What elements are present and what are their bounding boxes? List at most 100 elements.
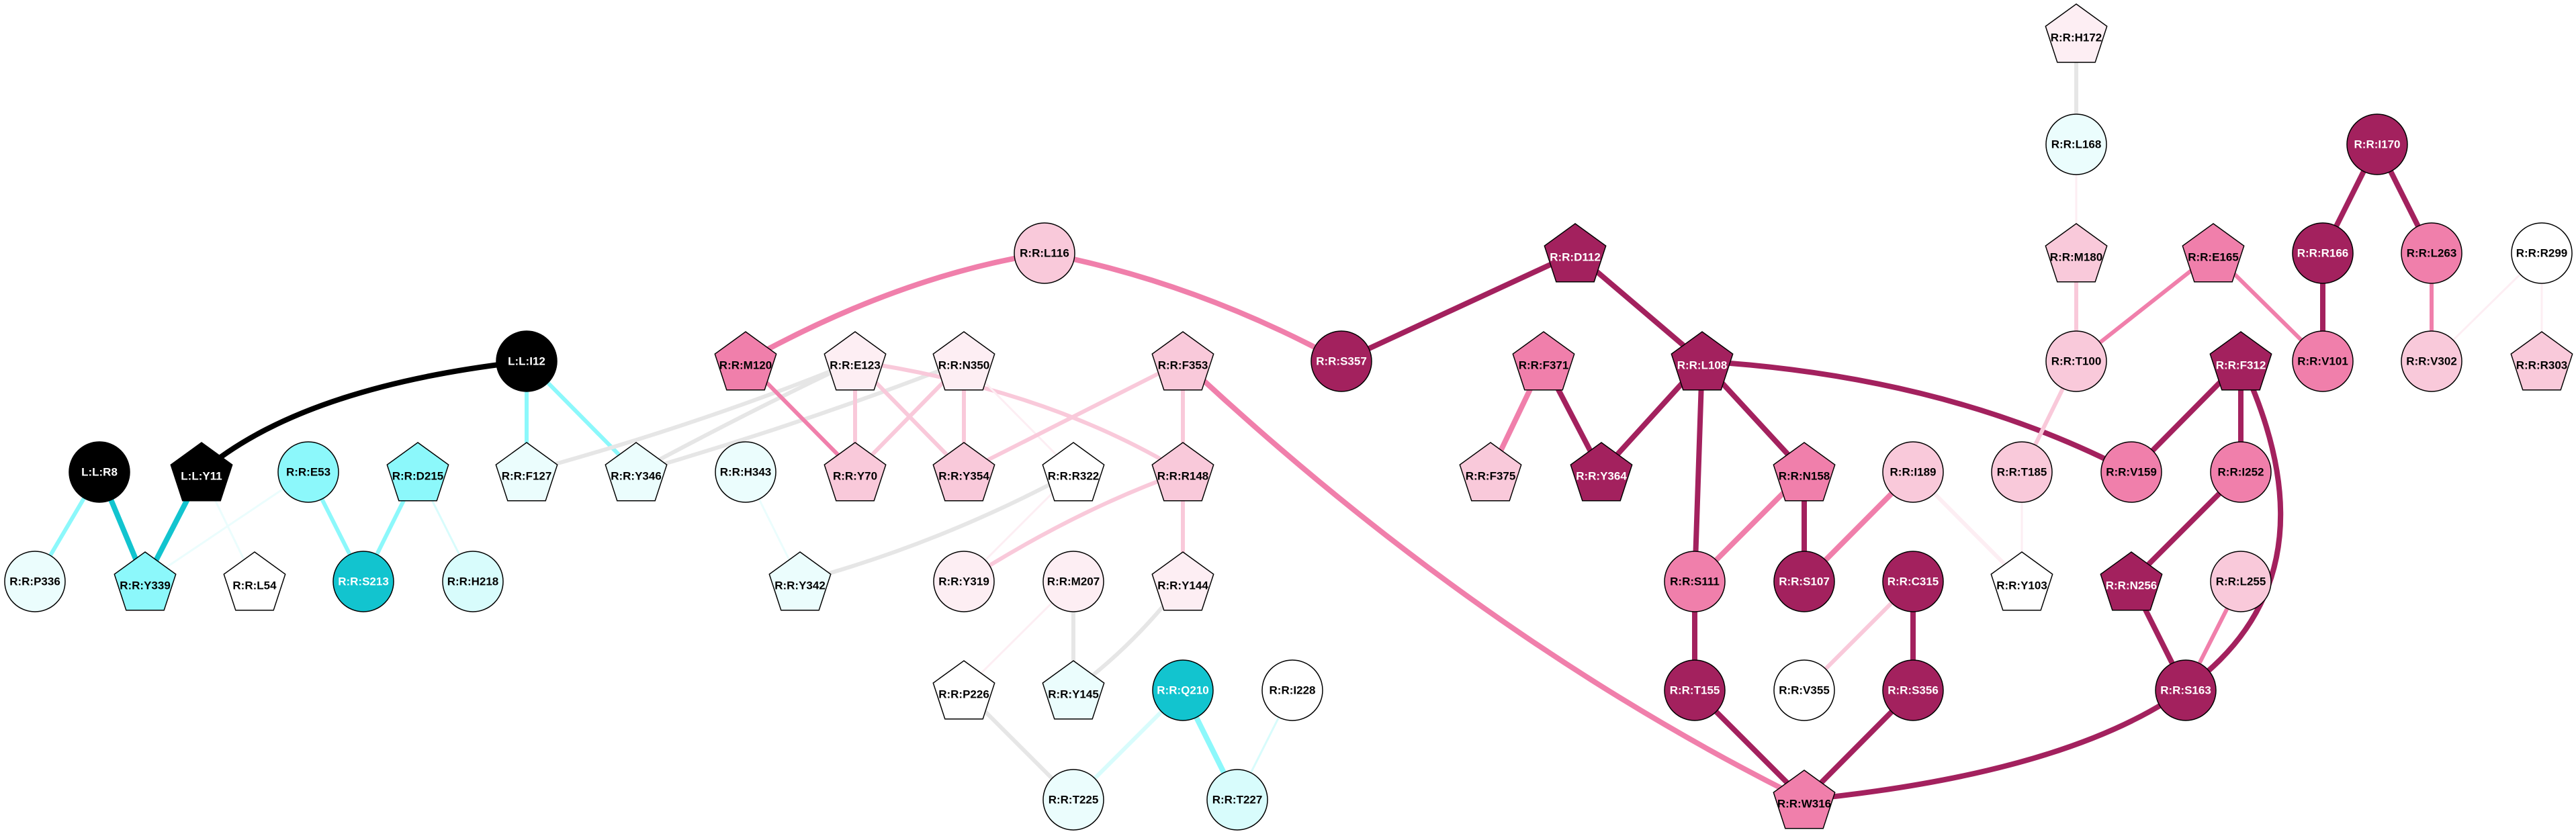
node-l-l-r8[interactable]: L:L:R8: [69, 441, 130, 503]
node-r-r-q210[interactable]: R:R:Q210: [1152, 659, 1214, 721]
node-label: R:R:V159: [2106, 466, 2157, 479]
node-r-r-y145[interactable]: R:R:Y145: [1042, 660, 1105, 720]
node-r-r-m207[interactable]: R:R:M207: [1042, 551, 1104, 612]
node-label: R:R:Y339: [120, 579, 171, 592]
node-r-r-y144[interactable]: R:R:Y144: [1151, 551, 1214, 611]
node-r-r-t227[interactable]: R:R:T227: [1206, 769, 1268, 831]
edge-r-r-r148-to-r-r-y319: [962, 470, 1185, 584]
node-pentagon-shape: [1570, 442, 1633, 502]
node-r-r-s357[interactable]: R:R:S357: [1311, 330, 1372, 392]
node-r-r-c315[interactable]: R:R:C315: [1882, 551, 1944, 612]
node-r-r-s356[interactable]: R:R:S356: [1882, 659, 1944, 721]
node-r-r-s163[interactable]: R:R:S163: [2155, 659, 2217, 721]
node-r-r-f312[interactable]: R:R:F312: [2209, 331, 2272, 391]
node-label: R:R:S111: [1670, 575, 1720, 588]
node-r-r-s213[interactable]: R:R:S213: [332, 551, 394, 612]
node-r-r-h218[interactable]: R:R:H218: [442, 551, 504, 612]
node-r-r-f353[interactable]: R:R:F353: [1151, 331, 1214, 391]
node-r-r-r303[interactable]: R:R:R303: [2510, 331, 2573, 391]
node-r-r-p336[interactable]: R:R:P336: [4, 551, 66, 612]
node-r-r-y346[interactable]: R:R:Y346: [605, 442, 668, 502]
node-r-r-s111[interactable]: R:R:S111: [1664, 551, 1726, 612]
node-r-r-i170[interactable]: R:R:I170: [2346, 113, 2408, 175]
node-r-r-i228[interactable]: R:R:I228: [1261, 659, 1323, 721]
node-label: R:R:L255: [2216, 575, 2266, 588]
node-r-r-r299[interactable]: R:R:R299: [2511, 222, 2573, 284]
node-r-r-e165[interactable]: R:R:E165: [2182, 223, 2245, 283]
node-pentagon-shape: [223, 551, 286, 611]
node-r-r-s107[interactable]: R:R:S107: [1773, 551, 1835, 612]
node-r-r-d112[interactable]: R:R:D112: [1544, 223, 1607, 283]
node-r-r-p226[interactable]: R:R:P226: [932, 660, 995, 720]
node-circle-shape: [2045, 113, 2107, 175]
node-r-r-l255[interactable]: R:R:L255: [2210, 551, 2272, 612]
node-r-r-r166[interactable]: R:R:R166: [2292, 222, 2354, 284]
node-r-r-n256[interactable]: R:R:N256: [2100, 551, 2163, 611]
node-pentagon-shape: [1459, 442, 1522, 502]
node-circle-shape: [2401, 330, 2462, 392]
edge-r-r-l116-to-r-r-m120: [743, 250, 1047, 364]
edge-r-r-f312-to-r-r-w316: [1802, 359, 2284, 802]
node-pentagon-shape: [824, 331, 887, 391]
node-r-r-d215[interactable]: R:R:D215: [386, 442, 449, 502]
node-r-r-t225[interactable]: R:R:T225: [1042, 769, 1104, 831]
node-circle-shape: [1882, 659, 1944, 721]
node-r-r-y354[interactable]: R:R:Y354: [932, 442, 995, 502]
node-r-r-v355[interactable]: R:R:V355: [1773, 659, 1835, 721]
node-label: R:R:E165: [2188, 251, 2239, 264]
node-r-r-f127[interactable]: R:R:F127: [495, 442, 558, 502]
node-r-r-y339[interactable]: R:R:Y339: [114, 551, 177, 611]
node-l-l-i12[interactable]: L:L:I12: [496, 330, 558, 392]
node-r-r-y342[interactable]: R:R:Y342: [768, 551, 832, 611]
node-label: R:R:F371: [1519, 359, 1569, 372]
node-l-l-y11[interactable]: L:L:Y11: [170, 442, 233, 502]
node-r-r-v302[interactable]: R:R:V302: [2401, 330, 2462, 392]
node-r-r-v101[interactable]: R:R:V101: [2292, 330, 2354, 392]
node-r-r-y103[interactable]: R:R:Y103: [1990, 551, 2053, 611]
node-r-r-f371[interactable]: R:R:F371: [1512, 331, 1575, 391]
node-circle-shape: [1152, 659, 1214, 721]
node-r-r-e53[interactable]: R:R:E53: [277, 441, 339, 503]
node-r-r-h172[interactable]: R:R:H172: [2045, 3, 2108, 63]
node-r-r-t155[interactable]: R:R:T155: [1664, 659, 1726, 721]
node-r-r-r148[interactable]: R:R:R148: [1151, 442, 1214, 502]
node-r-r-i252[interactable]: R:R:I252: [2210, 441, 2272, 503]
node-r-r-y70[interactable]: R:R:Y70: [824, 442, 887, 502]
node-label: R:R:F375: [1466, 470, 1516, 483]
node-r-r-l108[interactable]: R:R:L108: [1671, 331, 1734, 391]
node-label: R:R:Q210: [1157, 684, 1208, 697]
node-r-r-e123[interactable]: R:R:E123: [824, 331, 887, 391]
node-r-r-y319[interactable]: R:R:Y319: [933, 551, 995, 612]
node-circle-shape: [1261, 659, 1323, 721]
node-label: R:R:R148: [1157, 470, 1209, 483]
node-label: R:R:I252: [2218, 466, 2264, 479]
node-pentagon-shape: [1990, 551, 2053, 611]
node-r-r-l54[interactable]: R:R:L54: [223, 551, 286, 611]
node-label: R:R:I228: [1270, 684, 1316, 697]
node-r-r-w316[interactable]: R:R:W316: [1773, 770, 1836, 829]
node-r-r-i189[interactable]: R:R:I189: [1882, 441, 1944, 503]
node-pentagon-shape: [114, 551, 177, 611]
node-r-r-n350[interactable]: R:R:N350: [932, 331, 995, 391]
node-r-r-m180[interactable]: R:R:M180: [2045, 223, 2108, 283]
node-r-r-t185[interactable]: R:R:T185: [1991, 441, 2053, 503]
node-r-r-f375[interactable]: R:R:F375: [1459, 442, 1522, 502]
node-r-r-m120[interactable]: R:R:M120: [714, 331, 777, 391]
node-pentagon-shape: [605, 442, 668, 502]
node-r-r-l116[interactable]: R:R:L116: [1014, 222, 1075, 284]
node-r-r-h343[interactable]: R:R:H343: [715, 441, 776, 503]
node-r-r-v159[interactable]: R:R:V159: [2100, 441, 2162, 503]
node-pentagon-shape: [1512, 331, 1575, 391]
node-r-r-n158[interactable]: R:R:N158: [1773, 442, 1836, 502]
node-r-r-t100[interactable]: R:R:T100: [2045, 330, 2107, 392]
node-pentagon-shape: [1151, 442, 1214, 502]
node-r-r-y364[interactable]: R:R:Y364: [1570, 442, 1633, 502]
node-r-r-l168[interactable]: R:R:L168: [2045, 113, 2107, 175]
node-pentagon-shape: [1773, 770, 1836, 829]
node-r-r-r322[interactable]: R:R:R322: [1042, 442, 1105, 502]
node-r-r-l263[interactable]: R:R:L263: [2401, 222, 2462, 284]
node-label: R:R:R303: [2516, 359, 2568, 372]
node-label: R:R:N350: [938, 359, 990, 372]
node-pentagon-shape: [386, 442, 449, 502]
